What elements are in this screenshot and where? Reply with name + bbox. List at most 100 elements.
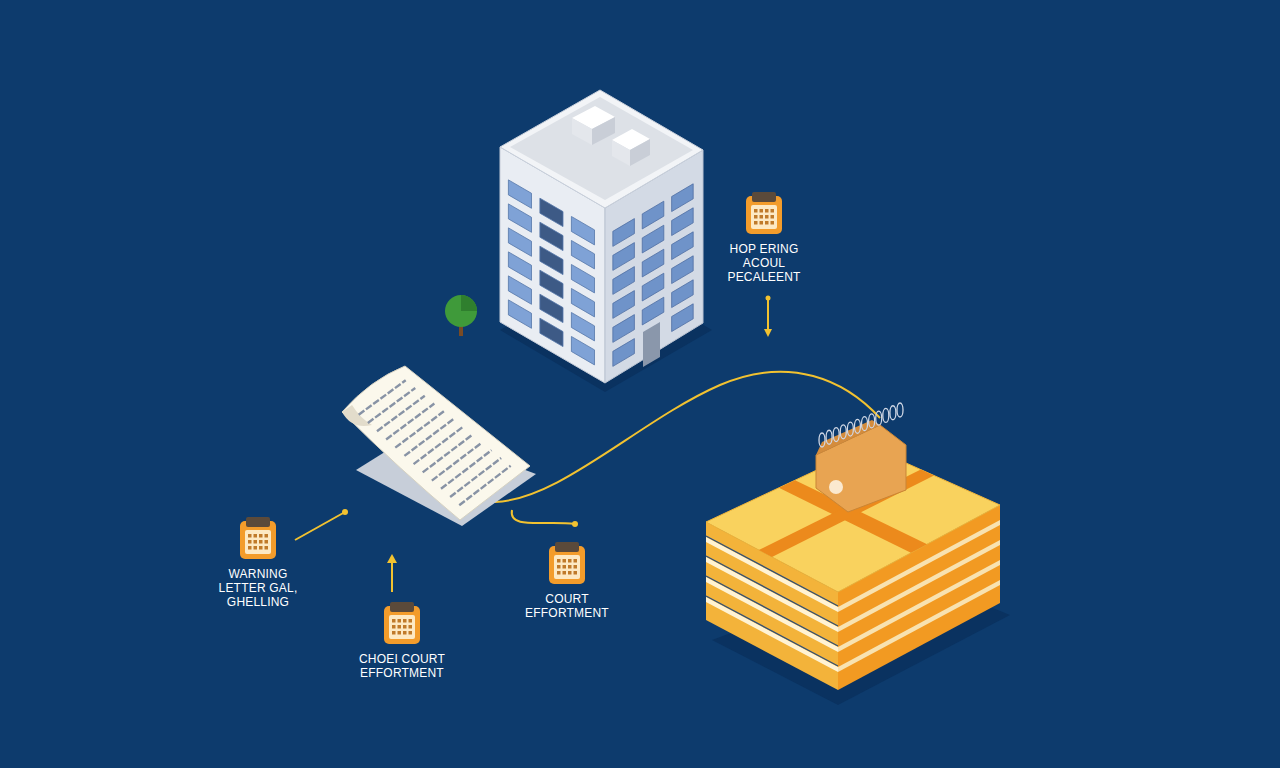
window xyxy=(613,315,635,343)
document-text-line xyxy=(359,380,406,414)
icon-cell xyxy=(765,209,769,213)
icon-cell xyxy=(265,534,269,538)
icon-page xyxy=(245,530,271,554)
icon-cell xyxy=(398,631,402,635)
window xyxy=(613,291,635,319)
wire xyxy=(767,298,769,330)
window xyxy=(613,243,635,271)
icon-cell xyxy=(248,546,252,550)
building xyxy=(500,90,712,392)
window xyxy=(540,294,563,322)
icon-cell xyxy=(409,625,413,629)
icon-cell xyxy=(403,619,407,623)
icon-cell xyxy=(248,534,252,538)
icon-caption: CHOEI COURT EFFORTMENT xyxy=(350,652,454,680)
window xyxy=(613,267,635,295)
document-text-line xyxy=(459,466,510,506)
icon-cell xyxy=(398,619,402,623)
window xyxy=(571,264,594,292)
icon-cell xyxy=(403,631,407,635)
icon-cell xyxy=(254,534,258,538)
icon-cell xyxy=(409,631,413,635)
calendar-icon xyxy=(547,540,587,586)
icon-cell xyxy=(403,625,407,629)
icon-cell xyxy=(568,571,572,575)
icon-cell xyxy=(574,571,578,575)
window xyxy=(540,198,563,226)
page-edge xyxy=(706,577,838,652)
icon-cell xyxy=(754,221,758,225)
document-sheet xyxy=(342,366,530,520)
wire xyxy=(512,510,575,524)
icon-caption: WARNING LETTER GAL, GHELLING xyxy=(212,567,304,609)
spiral-ring xyxy=(883,408,889,422)
building-door xyxy=(643,322,660,367)
spiral-ring xyxy=(869,414,875,428)
icon-label: CHOEI COURT EFFORTMENT xyxy=(350,600,454,680)
icon-page xyxy=(389,615,415,639)
icon-cell xyxy=(392,619,396,623)
tree xyxy=(445,295,477,336)
window xyxy=(672,232,694,260)
icon-bar xyxy=(246,517,270,527)
document-text-line xyxy=(386,404,434,440)
window xyxy=(508,228,531,256)
icon-cell xyxy=(771,221,775,225)
icon-cell xyxy=(574,559,578,563)
document-text-line xyxy=(441,450,492,489)
wire xyxy=(391,562,393,592)
icon-cell xyxy=(392,631,396,635)
window xyxy=(672,208,694,236)
window xyxy=(642,201,664,229)
document-text-line xyxy=(368,388,415,423)
wire-dot xyxy=(766,296,771,301)
arrowhead xyxy=(764,329,772,337)
window xyxy=(508,180,531,208)
icon-cell xyxy=(557,559,561,563)
icon-cell xyxy=(754,215,758,219)
window xyxy=(508,252,531,280)
spiral-ring xyxy=(897,403,903,417)
icon-bar xyxy=(752,192,776,202)
spiral-ring xyxy=(847,422,853,436)
building-roof xyxy=(500,90,703,208)
window xyxy=(571,216,594,244)
icon-cell xyxy=(259,546,263,550)
document-text-line xyxy=(423,435,473,473)
icon-caption: HOP ERING ACOUL PECALEENT xyxy=(718,242,810,284)
window xyxy=(540,318,563,346)
icon-bar xyxy=(555,542,579,552)
icon-cell xyxy=(771,215,775,219)
arrowhead xyxy=(387,554,397,563)
icon-cell xyxy=(760,221,764,225)
window xyxy=(571,288,594,316)
icon-cell xyxy=(760,215,764,219)
icon-cell xyxy=(568,565,572,569)
window xyxy=(642,225,664,253)
document xyxy=(342,366,536,526)
window xyxy=(540,270,563,298)
icon-cell xyxy=(265,540,269,544)
icon-cell xyxy=(265,546,269,550)
roof-unit xyxy=(612,140,630,166)
document-text-line xyxy=(414,427,463,464)
window xyxy=(540,222,563,250)
icon-cell xyxy=(409,619,413,623)
icon-cell xyxy=(563,571,567,575)
spiral-ring xyxy=(819,433,825,447)
window xyxy=(540,246,563,274)
window xyxy=(672,256,694,284)
spiral-ring xyxy=(876,411,882,425)
document-text-line xyxy=(450,458,501,497)
bag-top xyxy=(816,420,880,455)
spiral-ring xyxy=(833,428,839,442)
window xyxy=(642,297,664,325)
calendar-icon xyxy=(238,515,278,561)
icon-label: WARNING LETTER GAL, GHELLING xyxy=(212,515,304,609)
page-edge xyxy=(706,597,838,672)
icon-cell xyxy=(563,565,567,569)
icon-cell xyxy=(574,565,578,569)
spiral-ring xyxy=(826,430,832,444)
window xyxy=(508,300,531,328)
